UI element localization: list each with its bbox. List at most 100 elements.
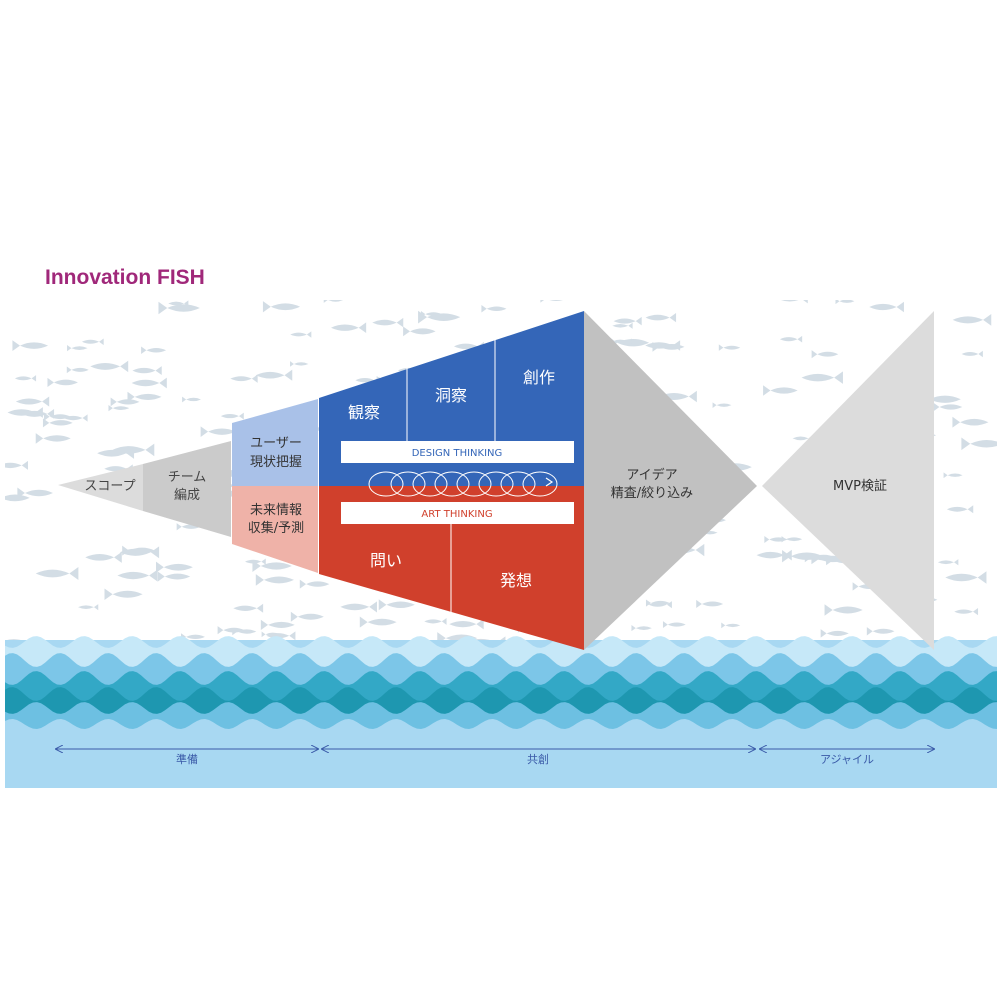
background-fish (655, 288, 678, 295)
background-fish (453, 341, 485, 351)
background-fish (122, 545, 155, 556)
background-fish (920, 393, 961, 406)
label-insight: 洞察 (435, 386, 467, 405)
background-fish (182, 396, 201, 403)
background-fish (933, 402, 963, 412)
background-fish (782, 550, 823, 563)
background-fish (66, 366, 89, 374)
art-thinking-label: ART THINKING (421, 509, 492, 520)
background-fish (5, 460, 29, 470)
phase-prep-label: 準備 (176, 752, 198, 766)
background-fish (811, 350, 839, 359)
background-fish (104, 588, 143, 601)
background-fish (420, 311, 442, 318)
loop-arrow-icon (545, 477, 554, 487)
background-fish (756, 549, 792, 561)
background-fish (946, 505, 974, 514)
background-fish (645, 340, 681, 351)
background-fish (403, 326, 436, 337)
background-fish (15, 396, 50, 407)
background-fish (608, 336, 650, 349)
segment-future (232, 486, 318, 573)
background-fish (424, 618, 447, 625)
label-user-2: 現状把握 (250, 455, 302, 470)
background-fish (35, 567, 79, 580)
background-fish (233, 603, 264, 613)
label-question: 問い (370, 551, 402, 570)
background-fish (35, 433, 71, 444)
background-fish (90, 360, 129, 373)
background-fish (299, 579, 330, 589)
background-fish (131, 377, 167, 389)
background-fish (12, 340, 49, 352)
background-fish (943, 472, 963, 479)
segment-team (143, 441, 231, 537)
background-fish (937, 559, 959, 566)
background-fish (255, 369, 293, 381)
background-fish (780, 300, 808, 304)
background-fish (230, 374, 258, 383)
background-fish (869, 301, 904, 313)
background-fish (359, 616, 397, 628)
background-fish (217, 626, 245, 635)
segment-mvp (762, 311, 934, 650)
background-fish (952, 314, 992, 326)
diagram-title: Innovation FISH (45, 266, 205, 289)
thinking-loop (522, 471, 558, 497)
background-fish (47, 377, 78, 388)
background-fish (378, 599, 415, 611)
background-fish (945, 571, 987, 584)
background-fish (262, 301, 301, 313)
background-fish (141, 346, 167, 355)
background-fish (647, 290, 666, 296)
background-fish (820, 629, 849, 638)
background-fish (662, 621, 686, 629)
label-team-2: 編成 (174, 487, 200, 503)
background-fish (481, 304, 507, 313)
background-fish (157, 571, 191, 582)
background-fish (612, 322, 633, 329)
segment-idea (584, 311, 757, 650)
background-fish (824, 604, 863, 616)
thinking-loop (478, 471, 514, 497)
background-fish (85, 551, 122, 563)
label-idea-2: 精査/絞り込み (611, 486, 693, 501)
background-fish (645, 312, 677, 323)
background-fish (180, 633, 205, 641)
background-fish (17, 487, 53, 499)
background-fish (151, 285, 190, 297)
phase-cocreate-label: 共創 (527, 752, 549, 766)
background-fish (372, 317, 404, 328)
thinking-loop (500, 471, 536, 497)
phase-agile-label: アジャイル (820, 753, 874, 766)
background-fish (260, 619, 295, 631)
background-fish (7, 407, 43, 418)
wave-layer-6 (5, 719, 997, 788)
label-observe: 観察 (348, 403, 380, 422)
background-fish (449, 618, 484, 630)
label-scope: スコープ (84, 479, 135, 494)
background-fish (108, 404, 130, 412)
label-create: 創作 (523, 368, 555, 387)
background-fish (117, 569, 158, 582)
background-fish (952, 416, 989, 428)
thinking-loop (368, 471, 404, 497)
background-fish (220, 412, 244, 420)
background-fish (801, 371, 843, 384)
background-fish (696, 599, 724, 609)
background-fish (763, 385, 798, 396)
background-fish (67, 345, 88, 352)
background-fish (338, 300, 339, 301)
background-fish (245, 558, 266, 565)
background-fish (290, 361, 309, 367)
label-team-1: チーム (168, 470, 207, 485)
design-thinking-label: DESIGN THINKING (412, 448, 503, 459)
background-fish (290, 331, 312, 338)
background-fish (42, 418, 73, 428)
label-user-1: ユーザー (250, 436, 302, 451)
background-fish (835, 300, 855, 305)
background-fish (255, 574, 294, 586)
background-fish (961, 437, 997, 451)
background-fish (44, 412, 71, 421)
